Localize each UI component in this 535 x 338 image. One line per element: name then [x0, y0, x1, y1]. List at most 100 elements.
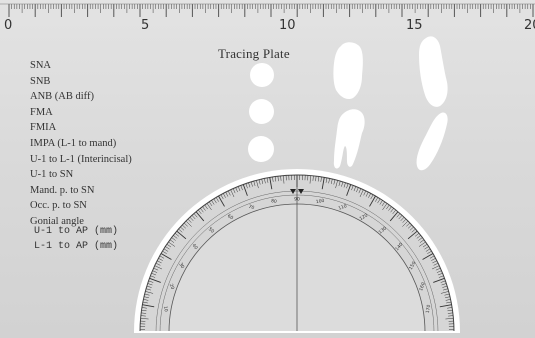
- measurement-mm-list: U-1 to AP (mm) L-1 to AP (mm): [34, 224, 118, 254]
- protractor-tick: [358, 188, 362, 194]
- protractor-tick: [409, 226, 414, 231]
- plate-title: Tracing Plate: [218, 46, 290, 61]
- protractor-tick: [375, 197, 379, 202]
- protractor-tick: [250, 181, 253, 187]
- protractor-tick: [330, 178, 333, 184]
- protractor-tick: [419, 239, 425, 243]
- protractor-tick: [396, 213, 401, 218]
- measurement-sna: SNA: [30, 60, 52, 71]
- protractor-tick: [447, 307, 453, 309]
- protractor-tick: [154, 265, 163, 270]
- protractor-degree-label: 140: [394, 242, 404, 253]
- protractor-tick: [407, 230, 418, 240]
- protractor-tick: [158, 258, 163, 261]
- protractor-tick: [315, 176, 317, 182]
- measurement-u1-sn: U-1 to SN: [30, 169, 74, 181]
- protractor-tick: [440, 291, 449, 294]
- protractor-tick: [312, 175, 314, 181]
- measurement-occ-plane-sn: Occ. p. to SN: [30, 200, 87, 212]
- protractor-tick: [183, 222, 188, 227]
- protractor-tick: [274, 176, 277, 182]
- protractor-tick: [166, 244, 172, 248]
- protractor-degree-label: 170: [425, 304, 432, 314]
- protractor-tick: [155, 262, 161, 266]
- protractor-tick: [256, 180, 259, 189]
- protractor-tick: [379, 200, 383, 205]
- protractor-tick: [223, 193, 226, 198]
- protractor-tick: [220, 194, 224, 200]
- protractor-tick: [427, 250, 432, 254]
- protractor-tick: [422, 244, 428, 248]
- upper-incisor-template-icon: [419, 36, 448, 107]
- protractor-tick: [225, 191, 229, 197]
- protractor-tick: [264, 178, 266, 184]
- circle-template-medium: [249, 99, 274, 124]
- protractor-tick: [193, 213, 198, 218]
- protractor-tick: [215, 197, 219, 202]
- protractor-tick: [235, 187, 238, 193]
- protractor-tick: [448, 315, 454, 317]
- protractor-tick: [185, 220, 192, 227]
- protractor-tick: [386, 204, 390, 210]
- protractor-tick: [277, 176, 279, 182]
- protractor-tick: [441, 283, 447, 286]
- protractor-tick: [333, 179, 336, 185]
- protractor-tick: [280, 175, 282, 181]
- protractor-degree-label: 150: [408, 260, 418, 271]
- protractor-tick: [149, 277, 161, 283]
- protractor-tick: [438, 275, 444, 278]
- protractor-tick: [156, 260, 162, 264]
- protractor-tick: [237, 186, 241, 192]
- protractor-tick: [351, 185, 354, 191]
- protractor-tick: [402, 218, 407, 223]
- protractor-tick: [152, 270, 158, 273]
- protractor-tick: [159, 255, 165, 259]
- protractor-tick: [178, 228, 183, 233]
- protractor-tick: [204, 204, 208, 210]
- protractor-tick: [143, 299, 149, 301]
- protractor-degree-label: 130: [378, 225, 389, 235]
- protractor-degree-label: 110: [338, 203, 348, 212]
- protractor-tick: [343, 182, 346, 188]
- protractor-tick: [346, 184, 352, 196]
- protractor-tick: [429, 255, 435, 259]
- protractor-tick: [414, 233, 420, 237]
- protractor-degree-label: 50: [207, 226, 215, 234]
- protractor-tick: [283, 175, 285, 184]
- protractor-degree-label: 100: [315, 198, 325, 205]
- protractor-tick: [266, 177, 269, 183]
- protractor-tick: [436, 270, 442, 273]
- protractor-tick: [171, 237, 176, 241]
- protractor-tick: [411, 228, 416, 233]
- protractor-tick: [418, 237, 423, 241]
- ruler-ticks: [0, 3, 535, 17]
- protractor-tick: [390, 208, 394, 213]
- protractor-tick: [416, 235, 421, 239]
- protractor-tick: [200, 208, 204, 213]
- protractor-tick: [424, 246, 429, 250]
- protractor-tick: [444, 293, 450, 296]
- protractor-tick: [180, 226, 185, 231]
- protractor-tick: [140, 318, 149, 320]
- protractor-tick: [447, 309, 453, 312]
- measurement-fmia: FMIA: [30, 122, 57, 134]
- protractor-tick: [143, 296, 149, 299]
- protractor-tick: [389, 211, 399, 222]
- protractor-tick: [442, 285, 448, 288]
- protractor-tick: [446, 301, 452, 304]
- protractor-tick: [245, 183, 248, 189]
- protractor-tick: [353, 186, 357, 192]
- protractor-tick: [309, 175, 311, 184]
- protractor-tick: [142, 301, 148, 304]
- measurement-impa: IMPA (L-1 to mand): [30, 137, 117, 149]
- protractor-tick: [169, 239, 175, 243]
- protractor-tick: [320, 176, 322, 182]
- protractor-tick: [227, 190, 231, 196]
- measurement-snb: SNB: [30, 75, 51, 87]
- protractor-tick: [392, 209, 396, 215]
- ruler-label-5: 5: [141, 18, 150, 33]
- protractor-tick: [141, 312, 147, 314]
- protractor-tick: [187, 218, 192, 223]
- protractor-tick: [407, 224, 412, 229]
